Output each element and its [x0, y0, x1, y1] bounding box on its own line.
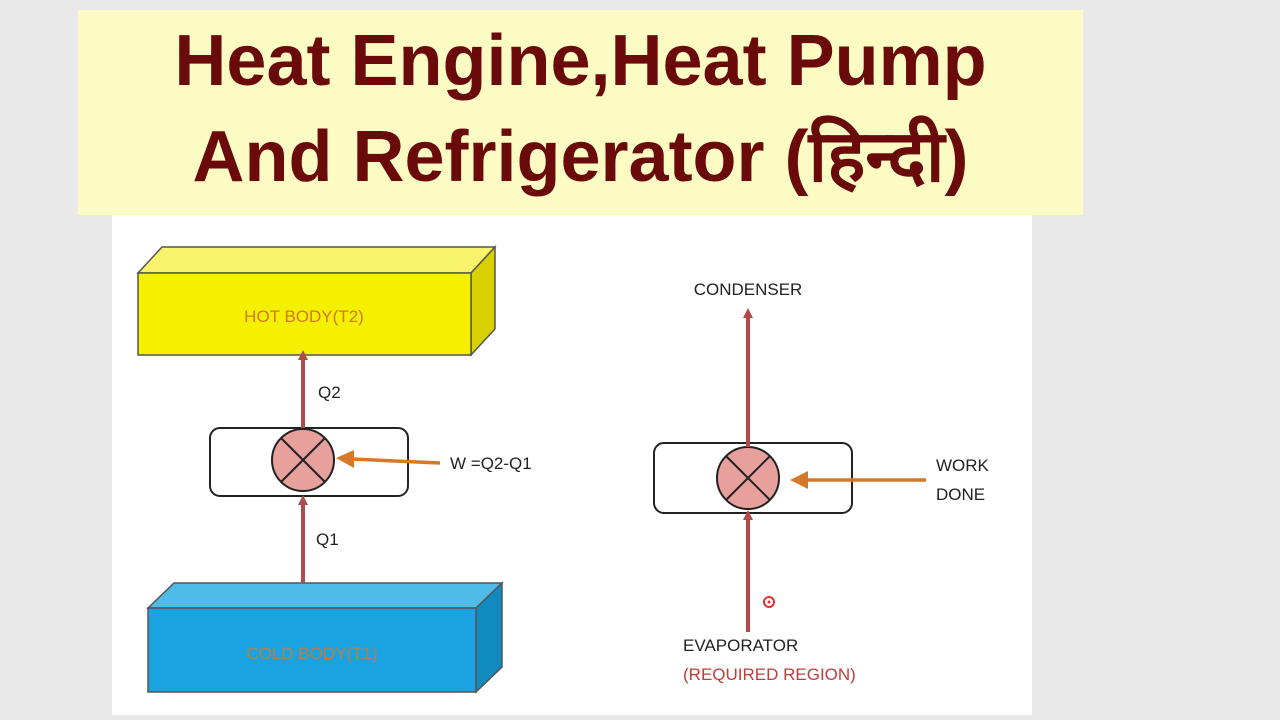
q2-label: Q2: [318, 383, 341, 402]
title-line-2: And Refrigerator (हिन्दी): [192, 117, 969, 197]
work-input-arrow: [336, 450, 441, 468]
required-region-label: (REQUIRED REGION): [683, 665, 856, 684]
refrigerator-compressor-icon: [716, 446, 780, 510]
cold-body-front-face: [147, 607, 477, 693]
work-done-arrow: [790, 471, 926, 489]
hot-body-front-face: [137, 272, 472, 356]
cold-body: COLD BODY(T1): [146, 581, 504, 694]
title-line-1: Heat Engine,Heat Pump: [174, 21, 987, 101]
cold-body-top-face: [146, 582, 504, 609]
title-banner: Heat Engine,Heat Pump And Refrigerator (…: [78, 10, 1083, 215]
cold-body-label: COLD BODY(T1): [246, 644, 377, 663]
cursor-dot-icon: [763, 596, 775, 608]
heat-pump-compressor-icon: [271, 428, 335, 492]
hot-body-label: HOT BODY(T2): [244, 307, 364, 326]
q1-label: Q1: [316, 530, 339, 549]
work-done-label-line2: DONE: [936, 485, 985, 504]
work-done-label-line1: WORK: [936, 456, 990, 475]
work-formula-label: W =Q2-Q1: [450, 454, 532, 473]
hot-body: HOT BODY(T2): [136, 245, 497, 357]
condenser-label: CONDENSER: [694, 280, 803, 299]
evaporator-label: EVAPORATOR: [683, 636, 798, 655]
hot-body-top-face: [136, 246, 497, 274]
